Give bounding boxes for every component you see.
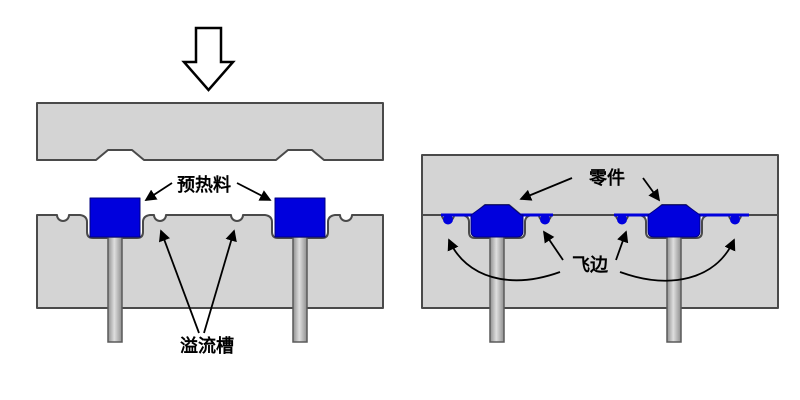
part-arrow-right [642, 177, 661, 202]
preheated-charge-2 [274, 197, 326, 238]
flash-annotation: 飞边 [447, 230, 736, 282]
overflow-arrow-right [203, 229, 237, 334]
press-direction-arrow-icon [181, 26, 236, 92]
flash-drip-3 [617, 214, 627, 225]
overflow-groove-label: 溢流槽 [180, 335, 234, 357]
part-annotation: 零件 [519, 167, 661, 202]
flash-arrow-inner-right [615, 230, 629, 261]
part-label: 零件 [588, 167, 625, 189]
flash-drip-2 [540, 214, 550, 225]
preheat-label: 预热料 [177, 174, 231, 196]
preheat-arrow-right [236, 182, 272, 201]
overflow-groove-annotation: 溢流槽 [158, 229, 237, 357]
open-mold-diagram: 预热料 溢流槽 [36, 26, 384, 357]
flash-drip-4 [730, 214, 740, 225]
molded-part-2 [647, 204, 701, 238]
ejector-pin-3 [489, 235, 505, 343]
flash-arrow-outer-left [447, 238, 561, 282]
flash-arrow-inner-left [543, 230, 564, 261]
flash-arrow-outer-right [619, 238, 736, 282]
molded-part-1 [470, 204, 524, 238]
preheated-charge-1 [89, 197, 141, 238]
preheat-annotation: 预热料 [144, 174, 272, 201]
part-arrow-left [519, 177, 573, 201]
flash-drip-1 [443, 214, 453, 225]
overflow-arrow-left [158, 229, 200, 334]
lower-die-left [36, 214, 384, 309]
ejector-pin-4 [666, 235, 682, 343]
ejector-pin-2 [292, 236, 308, 343]
upper-die-left [36, 102, 384, 161]
preheat-arrow-left [144, 182, 173, 201]
ejector-pin-1 [107, 236, 123, 343]
closed-mold-diagram: 零件 飞边 [421, 154, 779, 343]
flash-label: 飞边 [572, 255, 609, 276]
